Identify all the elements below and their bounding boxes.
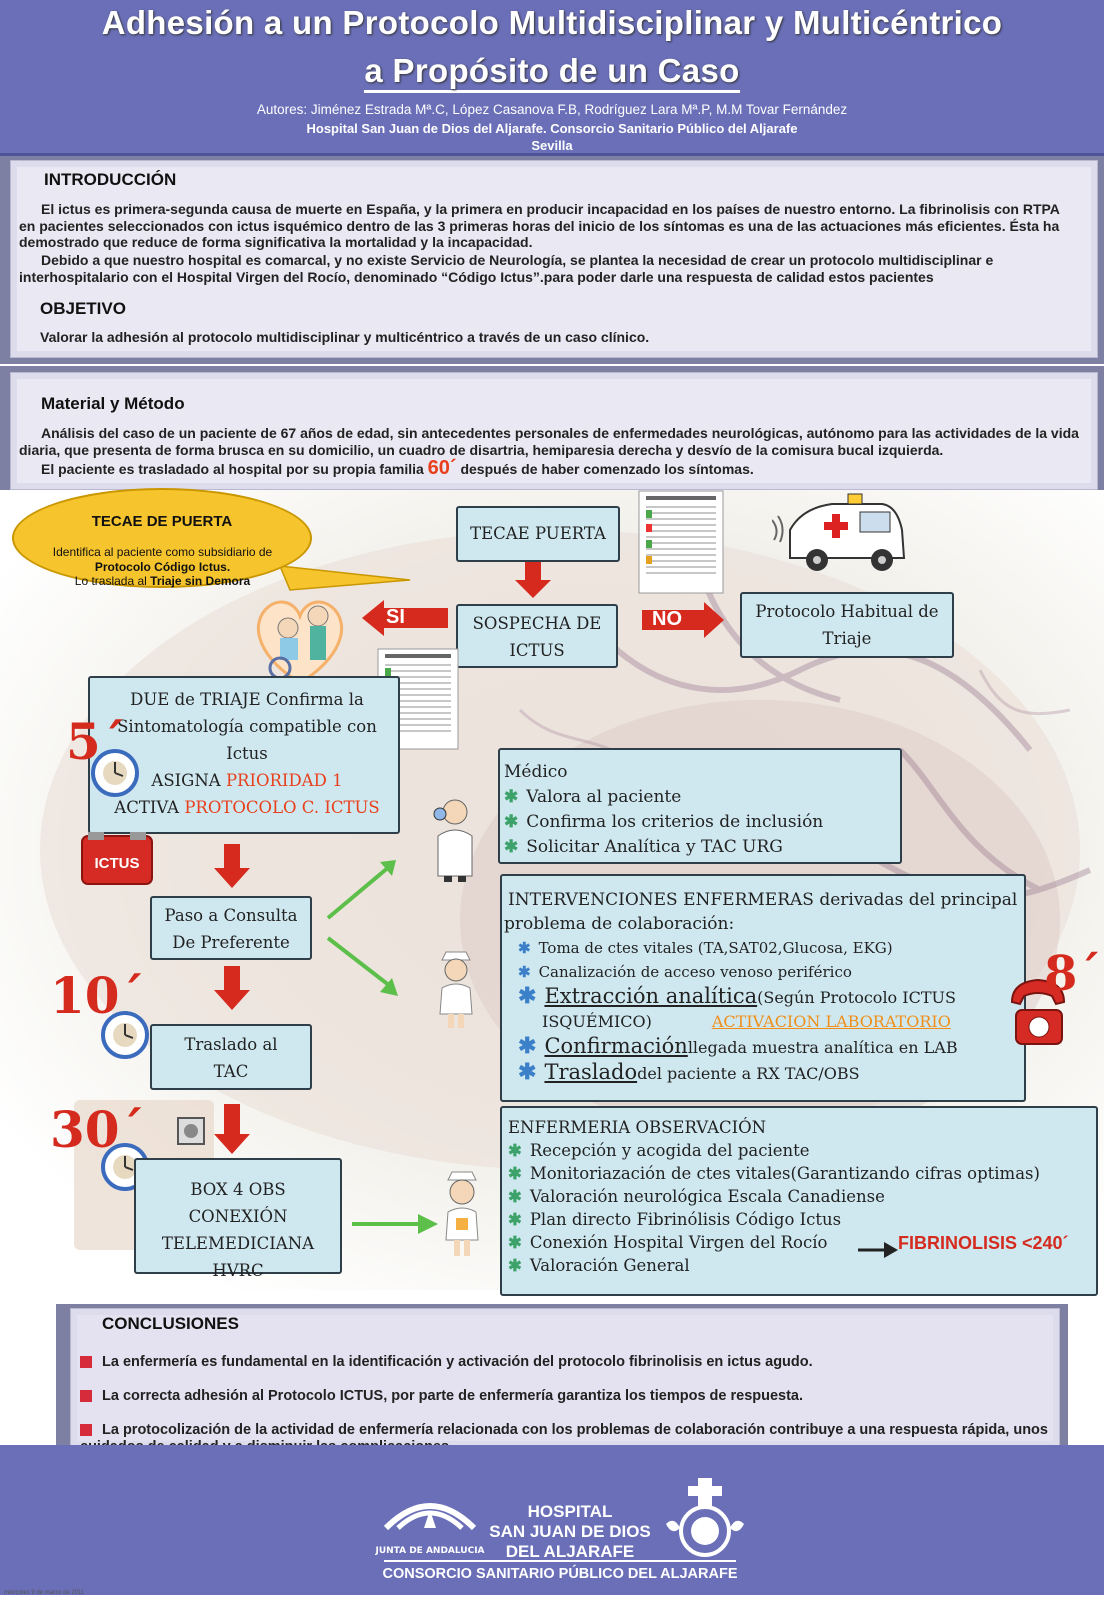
nurse-wheelchair-icon — [256, 600, 344, 685]
no-label: NO — [652, 608, 682, 630]
ictus-alarm-badge — [81, 832, 153, 885]
arrow-down-2 — [214, 844, 250, 888]
callout-text: Identifica al paciente como subsidiario … — [52, 545, 273, 588]
paso-consulta-box — [150, 896, 312, 960]
material-paragraph-1: Análisis del caso de un paciente de 67 a… — [19, 425, 1079, 458]
authors: Autores: Jiménez Estrada Mª.C, López Cas… — [256, 102, 848, 117]
due-triaje-box — [88, 676, 400, 834]
nurse-icon-2 — [445, 1171, 479, 1256]
poster-title-line2: a Propósito de un Caso — [0, 52, 1104, 93]
objetivo-heading: OBJETIVO — [40, 299, 126, 318]
intro-panel — [10, 160, 1098, 358]
poster-title-line1: Adhesión a un Protocolo Multidisciplinar… — [101, 4, 1003, 41]
observacion-list: ENFERMERIA OBSERVACIÓN ✱Recepción y acog… — [508, 1118, 1040, 1275]
conclusion-2: La correcta adhesión al Protocolo ICTUS,… — [80, 1388, 1065, 1405]
checklist-document-icon — [638, 490, 724, 594]
due-triaje-text: DUE de TRIAJE Confirma la Sintomatología… — [114, 690, 380, 817]
consorcio-label: CONSORCIO SANITARIO PÚBLICO DEL ALJARAFE — [382, 1566, 738, 1582]
bullet-square-icon — [80, 1424, 92, 1437]
medico-title: Médico — [504, 762, 568, 782]
tecae-callout — [12, 488, 312, 588]
medico-list: Médico ✱Valora al paciente ✱Confirma los… — [504, 762, 824, 857]
conclusiones-panel — [70, 1308, 1060, 1448]
traslado-tac-box — [150, 1024, 312, 1090]
intervenciones-list: INTERVENCIONES ENFERMERAS derivadas del … — [504, 890, 1018, 1085]
callout-tail — [280, 565, 411, 591]
bullet-square-icon — [80, 1390, 92, 1403]
junta-label: JUNTA DE ANDALUCIA — [375, 1546, 485, 1556]
intervenciones-box — [500, 874, 1026, 1102]
box4-obs-box — [134, 1158, 342, 1274]
ambulance-icon — [772, 493, 906, 571]
tecae-puerta-label: TECAE PUERTA — [470, 524, 606, 543]
si-arrow — [362, 600, 448, 636]
ct-scan-icon — [177, 1117, 205, 1145]
green-arrow-right — [352, 1214, 438, 1234]
arrow-down-3 — [214, 966, 250, 1010]
time-60: 60´ — [427, 457, 457, 479]
nurse-icon — [439, 951, 473, 1028]
fibrinolisis-arrow — [858, 1242, 898, 1258]
doctor-icon — [433, 799, 473, 882]
conclusion-1: La enfermería es fundamental en la ident… — [80, 1354, 1065, 1371]
intro-paragraph-2: Debido a que nuestro hospital es comarca… — [19, 252, 994, 285]
protocolo-habitual-box — [740, 592, 954, 658]
clock-icon-10 — [101, 1011, 149, 1059]
junta-andalucia-logo — [383, 1503, 477, 1531]
fibrinolisis-label: FIBRINOLISIS <240´ — [898, 1233, 1069, 1253]
intro-heading: INTRODUCCIÓN — [44, 170, 177, 189]
material-paragraph-2: El paciente es trasladado al hospital po… — [41, 457, 754, 479]
san-juan-de-dios-emblem — [666, 1478, 744, 1557]
arrow-down-4 — [214, 1104, 250, 1154]
bullet-square-icon — [80, 1356, 92, 1369]
no-arrow — [642, 602, 724, 638]
hospital-line2: Sevilla — [531, 138, 573, 153]
footer-divider — [384, 1560, 736, 1562]
callout-title: TECAE DE PUERTA — [91, 513, 233, 530]
ictus-badge-label: ICTUS — [94, 855, 140, 872]
header-banner — [0, 0, 1104, 156]
date-stamp: miércoles 9 de marzo de 2011 — [4, 1590, 85, 1596]
footer-banner — [0, 1445, 1104, 1595]
conclusiones-heading: CONCLUSIONES — [102, 1314, 239, 1333]
si-label: SI — [386, 606, 405, 628]
material-heading: Material y Método — [41, 394, 185, 413]
sospecha-ictus-box — [456, 604, 618, 668]
intro-paragraph-1: El ictus es primera-segunda causa de mue… — [19, 201, 1060, 250]
material-panel — [10, 372, 1098, 490]
objetivo-text: Valorar la adhesión al protocolo multidi… — [40, 329, 650, 345]
footer-hospital: HOSPITAL SAN JUAN DE DIOS DEL ALJARAFE — [489, 1502, 651, 1561]
arrow-down-1 — [515, 562, 551, 598]
clock-icon-5 — [91, 749, 139, 797]
observacion-box — [500, 1106, 1098, 1296]
tecae-puerta-box — [456, 506, 620, 562]
time-8-minutes: 8´ — [1044, 946, 1102, 1002]
medico-box — [498, 748, 902, 864]
green-branch-arrows — [326, 860, 398, 996]
observacion-title: ENFERMERIA OBSERVACIÓN — [508, 1118, 767, 1137]
telephone-icon — [1010, 978, 1066, 1045]
hospital-line1: Hospital San Juan de Dios del Aljarafe. … — [306, 121, 798, 136]
